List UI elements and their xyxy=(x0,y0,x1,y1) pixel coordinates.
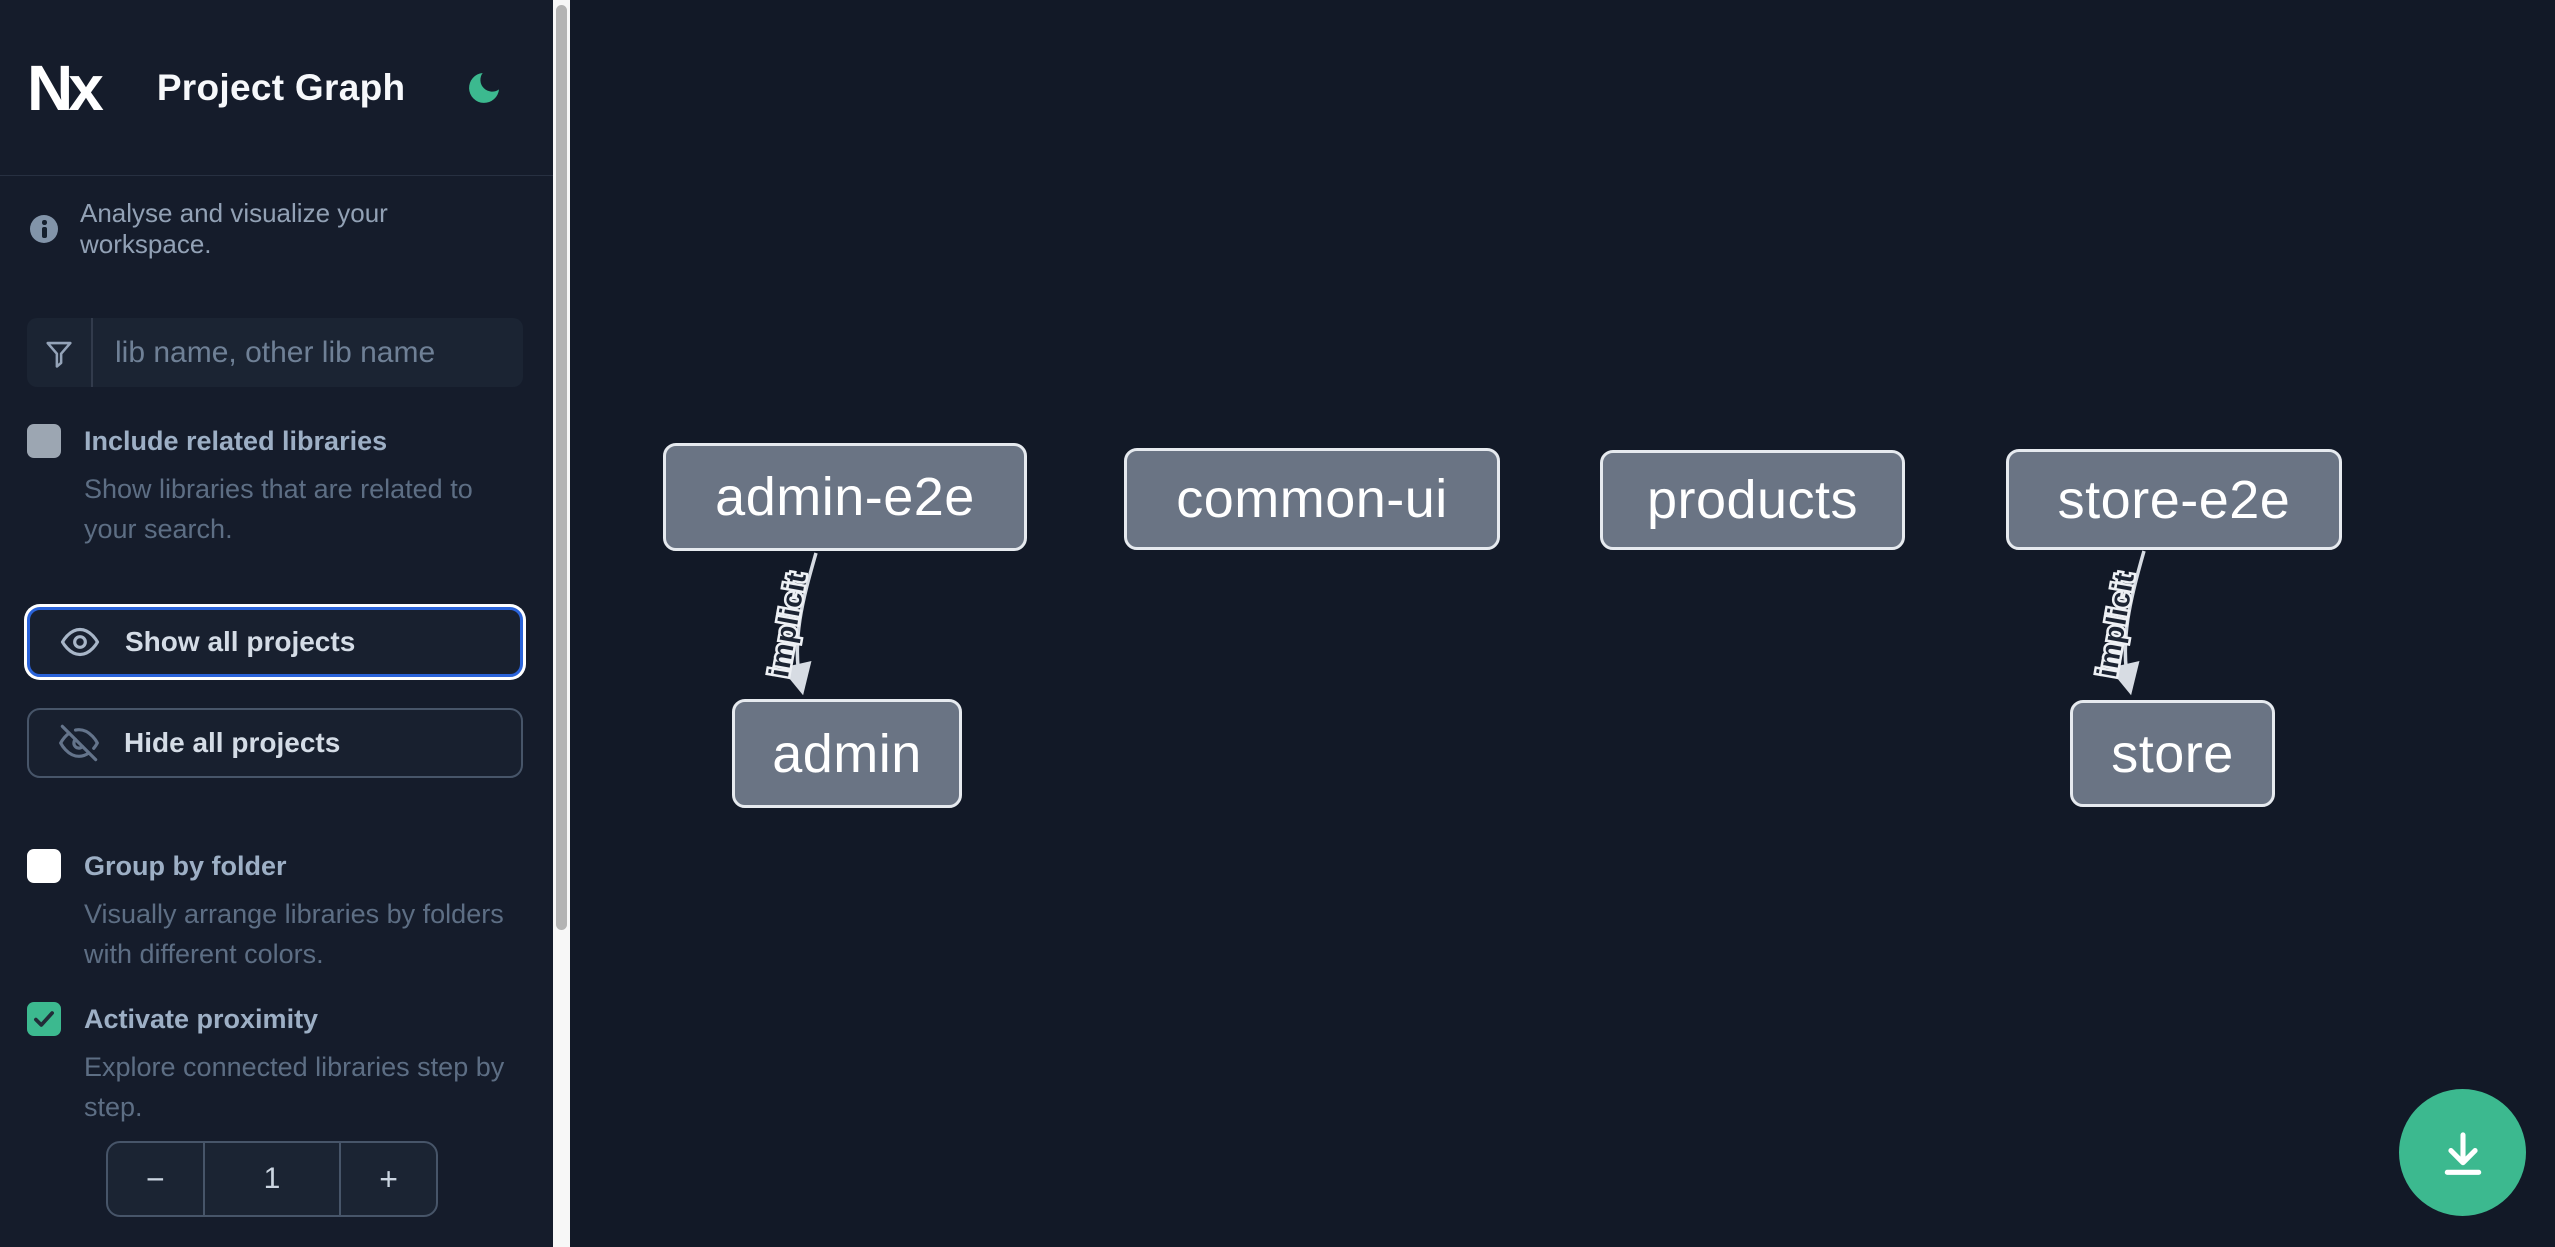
filter-input[interactable] xyxy=(93,318,523,387)
activate-proximity-block: Activate proximity Explore connected lib… xyxy=(27,1001,526,1127)
include-related-checkbox[interactable] xyxy=(27,424,61,458)
funnel-icon xyxy=(46,341,72,368)
hide-all-projects-button[interactable]: Hide all projects xyxy=(27,708,523,778)
proximity-stepper: − 1 + xyxy=(106,1141,438,1217)
hide-all-projects-label: Hide all projects xyxy=(124,727,341,758)
moon-icon xyxy=(469,72,499,103)
project-node-admin-e2e[interactable]: admin-e2e xyxy=(663,443,1027,551)
proximity-value[interactable]: 1 xyxy=(202,1143,342,1215)
project-node-products[interactable]: products xyxy=(1600,450,1905,550)
include-related-label: Include related libraries xyxy=(84,426,388,456)
include-related-description: Show libraries that are related to your … xyxy=(84,474,473,544)
edge-admin-e2e-to-admin xyxy=(780,552,818,696)
download-image-button[interactable] xyxy=(2399,1089,2526,1216)
eye-icon xyxy=(60,627,100,657)
filter-box xyxy=(27,318,523,387)
project-node-store-e2e[interactable]: store-e2e xyxy=(2006,449,2342,550)
workspace-tagline-row: Analyse and visualize your workspace. xyxy=(30,198,526,260)
show-all-projects-label: Show all projects xyxy=(125,626,356,657)
project-node-common-ui[interactable]: common-ui xyxy=(1124,448,1500,550)
edge-label-implicit: implicit xyxy=(2091,569,2140,679)
eye-off-icon xyxy=(59,724,99,762)
activate-proximity-label: Activate proximity xyxy=(84,1004,319,1034)
activate-proximity-description: Explore connected libraries step by step… xyxy=(84,1052,505,1122)
show-all-projects-button[interactable]: Show all projects xyxy=(27,607,523,677)
project-node-store[interactable]: store xyxy=(2070,700,2275,807)
edge-label-implicit: implicit xyxy=(763,569,812,679)
sidebar-scrollbar-track[interactable] xyxy=(553,0,570,1247)
edge-store-e2e-to-store xyxy=(2108,550,2146,696)
include-related-block: Include related libraries Show libraries… xyxy=(27,423,526,549)
graph-edges: implicit implicit xyxy=(761,550,2146,696)
proximity-decrement-button[interactable]: − xyxy=(146,1160,165,1197)
download-icon xyxy=(2444,1131,2481,1175)
theme-toggle-button[interactable] xyxy=(463,67,505,109)
group-by-folder-checkbox[interactable] xyxy=(27,849,61,883)
graph-canvas[interactable]: implicit implicit admin-e2e common-ui pr… xyxy=(570,0,2555,1247)
filter-icon-cell xyxy=(27,318,93,387)
workspace-tagline: Analyse and visualize your workspace. xyxy=(80,198,388,259)
nx-logo: Nx xyxy=(27,51,104,124)
group-by-folder-block: Group by folder Visually arrange librari… xyxy=(27,848,526,974)
project-node-admin[interactable]: admin xyxy=(732,699,962,808)
sidebar-scrollbar-thumb[interactable] xyxy=(556,5,567,930)
proximity-increment-button[interactable]: + xyxy=(379,1160,398,1197)
page-title: Project Graph xyxy=(156,66,406,108)
sidebar-header: Nx Project Graph xyxy=(0,0,553,176)
group-by-folder-description: Visually arrange libraries by folders wi… xyxy=(84,899,504,969)
group-by-folder-label: Group by folder xyxy=(84,851,287,881)
sidebar: Nx Project Graph Analyse and visualize y… xyxy=(0,0,553,1247)
checkmark-icon xyxy=(34,1011,54,1027)
info-icon xyxy=(30,215,58,243)
activate-proximity-checkbox[interactable] xyxy=(27,1002,61,1036)
